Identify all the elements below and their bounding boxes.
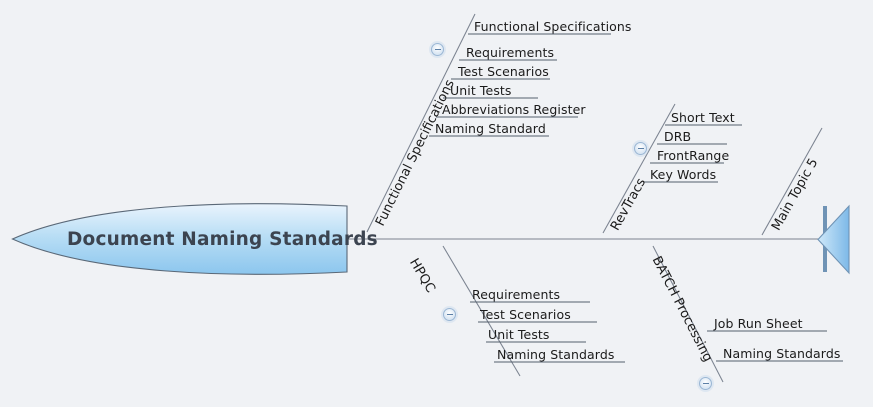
subitem-label[interactable]: Naming Standards	[723, 346, 841, 361]
subitem-label[interactable]: Naming Standards	[497, 347, 615, 362]
subitem-label[interactable]: FrontRange	[657, 148, 730, 163]
collapse-minus-icon-hpqc[interactable]	[443, 308, 456, 321]
subitem-label[interactable]: Unit Tests	[450, 83, 512, 98]
branch-line-main-topic-5[interactable]	[761, 127, 823, 236]
branch-line-hpqc[interactable]	[442, 245, 521, 377]
collapse-minus-icon-batch-processing[interactable]	[699, 377, 712, 390]
subitem-label[interactable]: Abbreviations Register	[442, 102, 586, 117]
subitem-label[interactable]: Job Run Sheet	[714, 316, 803, 331]
subitem-label[interactable]: Short Text	[671, 110, 735, 125]
subitem-label[interactable]: Requirements	[472, 287, 561, 302]
subitem-label[interactable]: Test Scenarios	[458, 64, 549, 79]
collapse-minus-icon-functional-specifications[interactable]	[431, 43, 444, 56]
collapse-minus-icon-revtracs[interactable]	[634, 142, 647, 155]
subitem-label[interactable]: Unit Tests	[488, 327, 550, 342]
branch-line-revtracs[interactable]	[602, 103, 676, 234]
subitem-label[interactable]: Key Words	[650, 167, 717, 182]
subitem-label[interactable]: Test Scenarios	[480, 307, 571, 322]
subitem-label[interactable]: Naming Standard	[435, 121, 546, 136]
subitem-label[interactable]: Requirements	[466, 45, 555, 60]
root-topic-title[interactable]: Document Naming Standards	[67, 229, 378, 250]
subitem-label[interactable]: DRB	[664, 129, 692, 144]
branch-line-batch-processing[interactable]	[652, 245, 724, 383]
subitem-label[interactable]: Functional Specifications	[474, 19, 632, 34]
branch-line-functional-specifications[interactable]	[366, 13, 476, 233]
spine-arrow-head-shape	[817, 204, 850, 275]
